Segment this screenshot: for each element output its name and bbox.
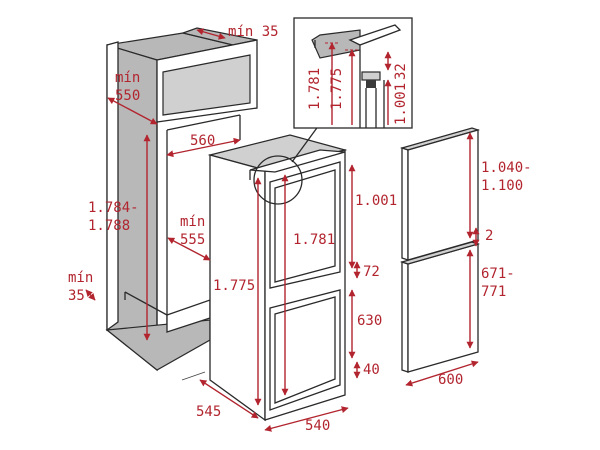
label-40: 40 bbox=[363, 362, 380, 378]
door-label-600: 600 bbox=[438, 372, 463, 388]
label-540: 540 bbox=[305, 418, 330, 434]
door-label-gap: 2 bbox=[485, 228, 493, 244]
door-label-1040-a: 1.040- bbox=[481, 160, 532, 176]
label-min550-a: mín bbox=[115, 70, 140, 86]
label-1784-b: 1.788 bbox=[88, 218, 130, 234]
label-min555-a: mín bbox=[180, 214, 205, 230]
label-min35-top: mín 35 bbox=[228, 24, 279, 40]
label-1781: 1.781 bbox=[293, 232, 335, 248]
dimension-labels: mín 35 mín 550 560 1.784- 1.788 mín 555 … bbox=[68, 24, 532, 434]
label-1775: 1.775 bbox=[213, 278, 255, 294]
detail-label-1781: 1.781 bbox=[307, 68, 323, 110]
label-1001: 1.001 bbox=[355, 193, 397, 209]
door-label-1040-b: 1.100 bbox=[481, 178, 523, 194]
door-panels bbox=[399, 127, 481, 373]
detail-label-1001: 1.001 bbox=[393, 83, 409, 125]
label-min35-left-a: mín bbox=[68, 270, 93, 286]
label-min35-left-b: 35 bbox=[68, 288, 85, 304]
door-label-671-b: 771 bbox=[481, 284, 506, 300]
label-560: 560 bbox=[190, 133, 215, 149]
label-545: 545 bbox=[196, 404, 221, 420]
label-min555-b: 555 bbox=[180, 232, 205, 248]
label-630: 630 bbox=[357, 313, 382, 329]
label-72: 72 bbox=[363, 264, 380, 280]
label-min550-b: 550 bbox=[115, 88, 140, 104]
dimension-lines bbox=[85, 28, 480, 432]
door-label-671-a: 671- bbox=[481, 266, 515, 282]
detail-inset bbox=[293, 17, 413, 129]
label-1784-a: 1.784- bbox=[88, 200, 139, 216]
detail-label-1775: 1.775 bbox=[329, 68, 345, 110]
detail-label-32: 32 bbox=[393, 63, 409, 80]
